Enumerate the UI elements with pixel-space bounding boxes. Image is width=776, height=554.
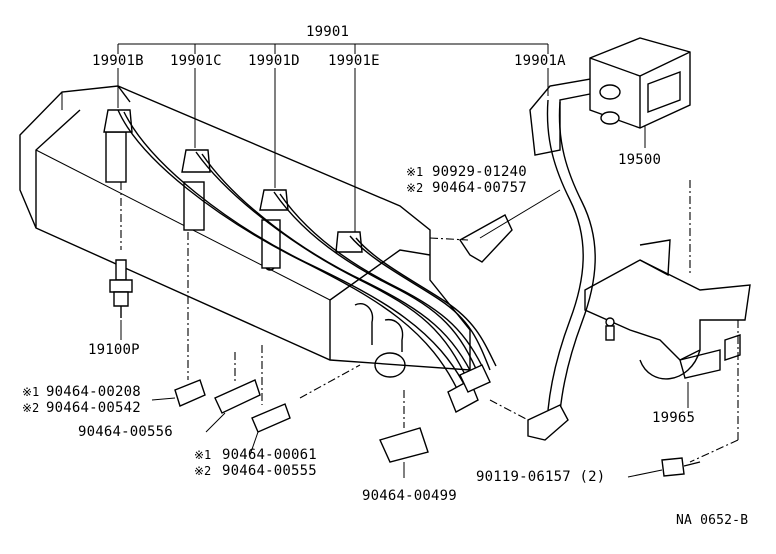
label-19901: 19901	[306, 24, 350, 40]
label-19901a: 19901A	[514, 53, 566, 69]
label-19100p: 19100P	[88, 342, 140, 358]
label-19965: 19965	[652, 410, 696, 426]
label-90119-06157: 90119-06157 (2)	[476, 469, 606, 485]
figure-code: NA 0652-B	[676, 513, 749, 528]
label-19901d: 19901D	[248, 53, 300, 69]
coil-wire	[527, 77, 601, 441]
plug-tubes	[105, 131, 281, 269]
marker-2: ※2	[22, 401, 40, 415]
marker-1: ※1	[194, 448, 212, 462]
plug-boots	[103, 109, 363, 253]
label-90464-00757: 90464-00757	[432, 180, 527, 196]
label-19901c: 19901C	[170, 53, 222, 69]
marker-1: ※1	[406, 165, 424, 179]
label-90464-00499: 90464-00499	[362, 488, 457, 504]
label-90464-00542: 90464-00542	[46, 400, 141, 416]
assy-bracket-line	[117, 43, 549, 54]
label-19901e: 19901E	[328, 53, 380, 69]
label-leaders	[120, 189, 689, 478]
coil-bracket	[584, 239, 751, 380]
spark-plug	[109, 259, 133, 318]
ignition-wires	[117, 109, 497, 413]
marker-2: ※2	[406, 181, 424, 195]
label-90464-00208: 90464-00208	[46, 384, 141, 400]
head-cover	[19, 85, 471, 378]
label-90464-00556: 90464-00556	[78, 424, 173, 440]
label-90929-01240: 90929-01240	[432, 164, 527, 180]
ignition-coil	[589, 37, 691, 129]
marker-2: ※2	[194, 464, 212, 478]
label-19901b: 19901B	[92, 53, 144, 69]
marker-1: ※1	[22, 385, 40, 399]
label-90464-00061: 90464-00061	[222, 447, 317, 463]
label-19500: 19500	[618, 152, 662, 168]
clamps	[174, 214, 701, 477]
label-90464-00555: 90464-00555	[222, 463, 317, 479]
reference-lines	[120, 180, 739, 463]
